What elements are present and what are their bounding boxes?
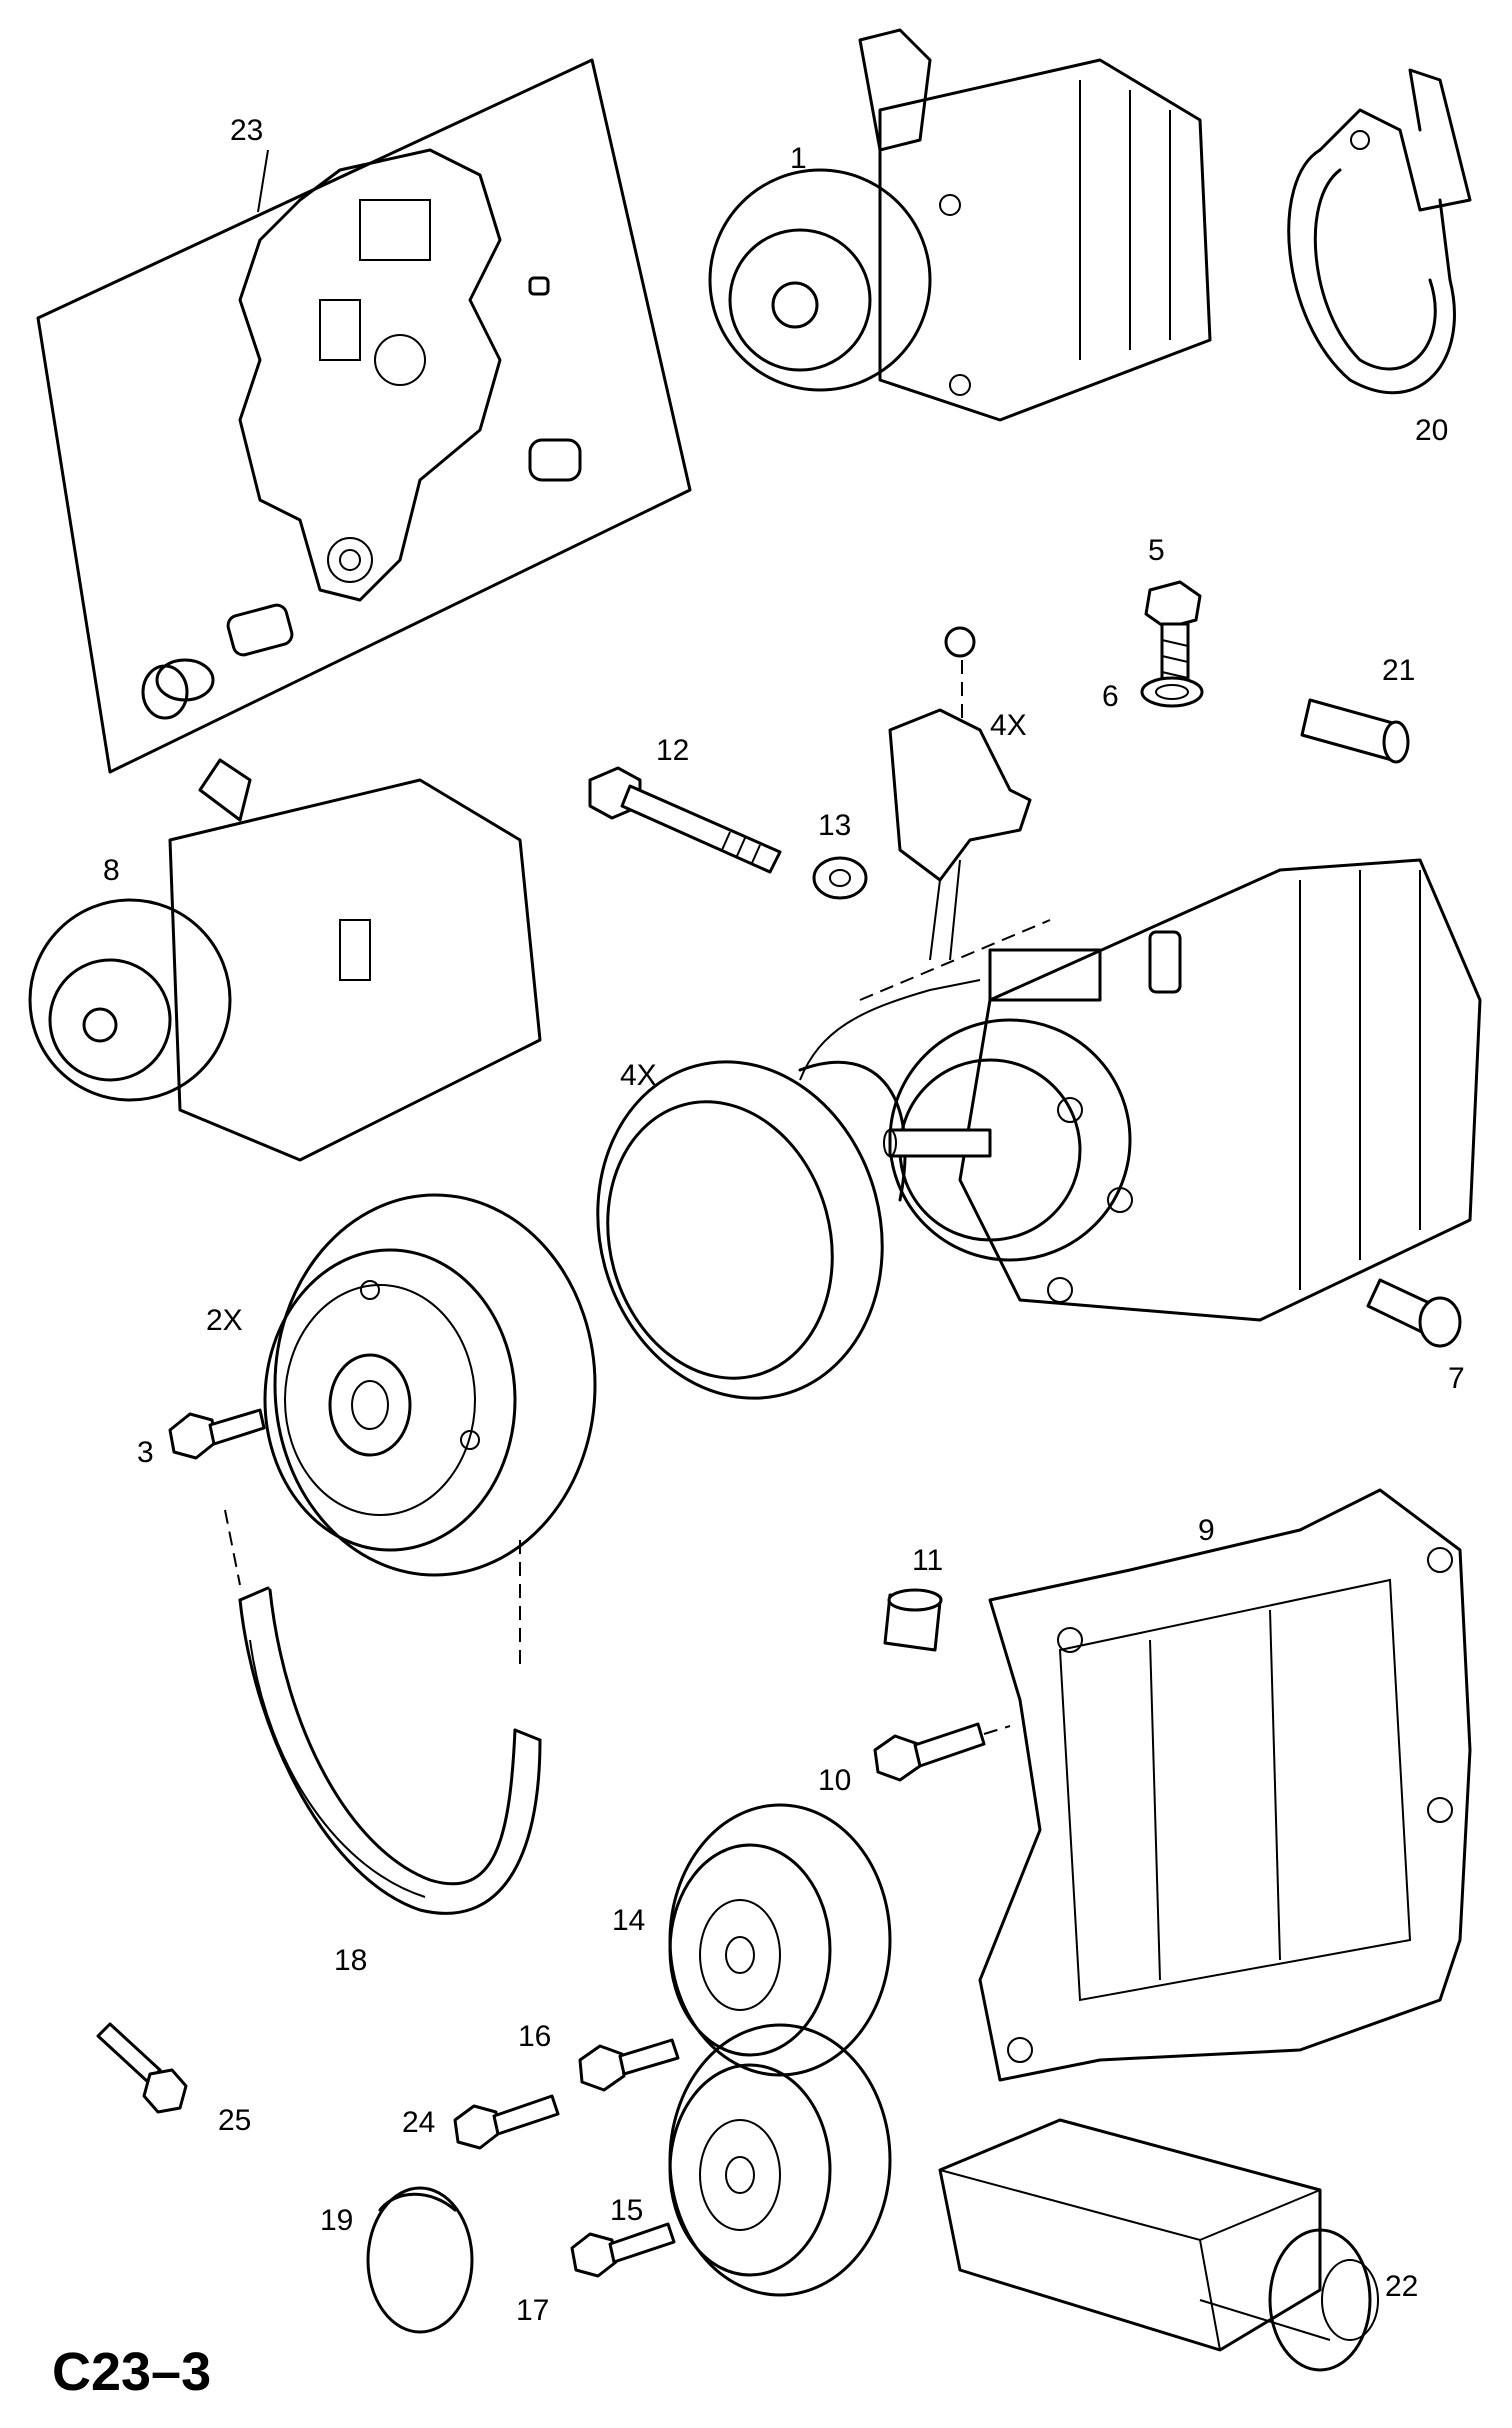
callout-11: 11 [912,1544,943,1577]
callout-21: 21 [1382,654,1415,687]
part-24-bolt [453,2094,560,2150]
part-23-bracket-kit [36,58,692,774]
part-1-compressor [708,28,1212,422]
part-16-bolt [578,2038,680,2092]
part-22-kit-box [938,2118,1379,2372]
part-10-bolt [873,1722,1011,1782]
part-8-compressor [28,758,542,1162]
part-19-cap [366,2186,474,2334]
part-21-sleeve [1300,698,1410,764]
part-3-bolt [168,1408,266,1460]
callout-3: 3 [137,1436,154,1469]
figure-code: C23–3 [52,2342,211,2402]
part-14-idler-pulley [668,1803,892,2077]
callout-13: 13 [818,809,851,842]
clutch-pulley [263,1193,597,1577]
part-17-bolt [570,2222,676,2278]
callout-23: 23 [230,114,263,147]
sensor-bracket-assembly [888,626,1032,961]
part-18-drive-belt [224,1509,542,1915]
main-compressor [883,858,1482,1322]
callout-25: 25 [218,2104,251,2137]
callout-7: 7 [1448,1362,1465,1395]
callout-22: 22 [1385,2270,1418,2303]
callout-17: 17 [516,2294,549,2327]
part-25-bolt [96,2022,188,2114]
callout-16: 16 [518,2020,551,2053]
part-20-clamp [1287,68,1472,394]
part-12-long-bolt [588,766,782,874]
part-9-mounting-bracket [978,1488,1472,2082]
callout-10: 10 [818,1764,851,1797]
part-7-bolt [1366,1278,1462,1348]
callout-2x: 2X [206,1304,243,1337]
part-11-sleeve [883,1588,943,1652]
part-13-washer [812,856,868,900]
callout-4x-coil: 4X [620,1059,657,1092]
part-6-washer [1140,676,1204,708]
callout-6: 6 [1102,680,1119,713]
callout-20: 20 [1415,414,1448,447]
part-15-idler-pulley [668,2023,892,2297]
callout-24: 24 [402,2106,435,2139]
part-5-bolt [1144,580,1202,686]
callout-4x-top: 4X [990,709,1027,742]
callout-1: 1 [790,142,807,175]
callout-8: 8 [103,854,120,887]
callout-15: 15 [610,2194,643,2227]
callout-18: 18 [334,1944,367,1977]
callout-9: 9 [1198,1514,1215,1547]
callout-14: 14 [612,1904,645,1937]
callout-5: 5 [1148,534,1165,567]
field-coil [596,1060,907,1400]
callout-12: 12 [656,734,689,767]
coil-leads [799,919,1051,1081]
callout-19: 19 [320,2204,353,2237]
